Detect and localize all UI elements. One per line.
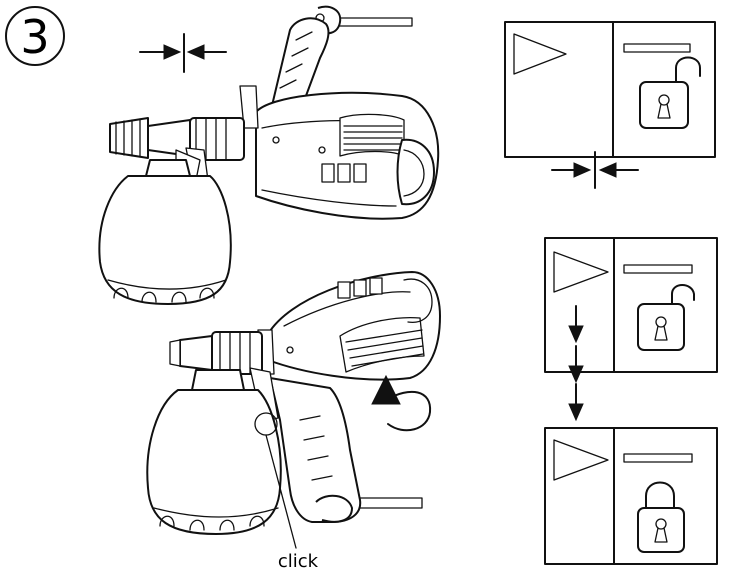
rotation-arrow (371, 374, 432, 432)
lock-panel-locked (544, 427, 718, 565)
down-arrows (568, 305, 584, 422)
align-arrows-panel (551, 151, 639, 189)
locked-padlock-icon (637, 481, 685, 553)
sprayer-separated (98, 5, 440, 305)
sprayer-assembled (146, 271, 441, 549)
click-label: click (278, 551, 319, 571)
lock-panel-open-aligned (504, 21, 716, 158)
align-arrows-top (139, 33, 227, 73)
step-badge: 3 (5, 6, 65, 66)
step-number: 3 (20, 10, 49, 64)
unlocked-padlock-icon (637, 284, 695, 351)
lock-panel-open (544, 237, 718, 373)
unlocked-padlock-icon (639, 56, 701, 129)
